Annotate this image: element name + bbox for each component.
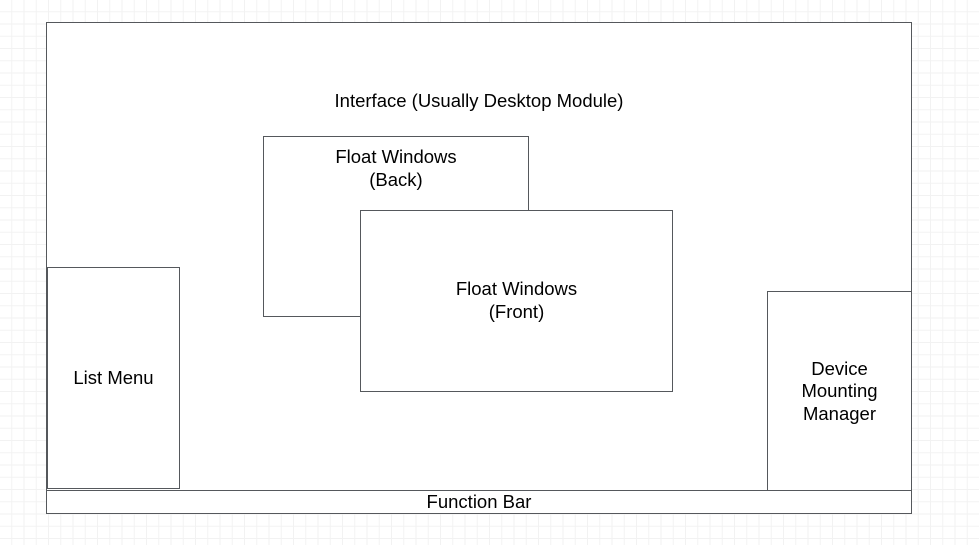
function-bar-box[interactable]: Function Bar [46, 490, 912, 514]
float-window-front-box[interactable]: Float Windows (Front) [360, 210, 673, 392]
device-mounting-manager-box[interactable]: Device Mounting Manager [767, 291, 912, 492]
float-window-front-label: Float Windows (Front) [455, 278, 578, 322]
device-mounting-manager-label: Device Mounting Manager [801, 357, 878, 424]
float-window-back-label: Float Windows (Back) [335, 146, 457, 190]
list-menu-box[interactable]: List Menu [47, 267, 180, 489]
function-bar-label: Function Bar [426, 490, 532, 512]
interface-container-label: Interface (Usually Desktop Module) [334, 89, 624, 111]
list-menu-label: List Menu [73, 366, 154, 388]
